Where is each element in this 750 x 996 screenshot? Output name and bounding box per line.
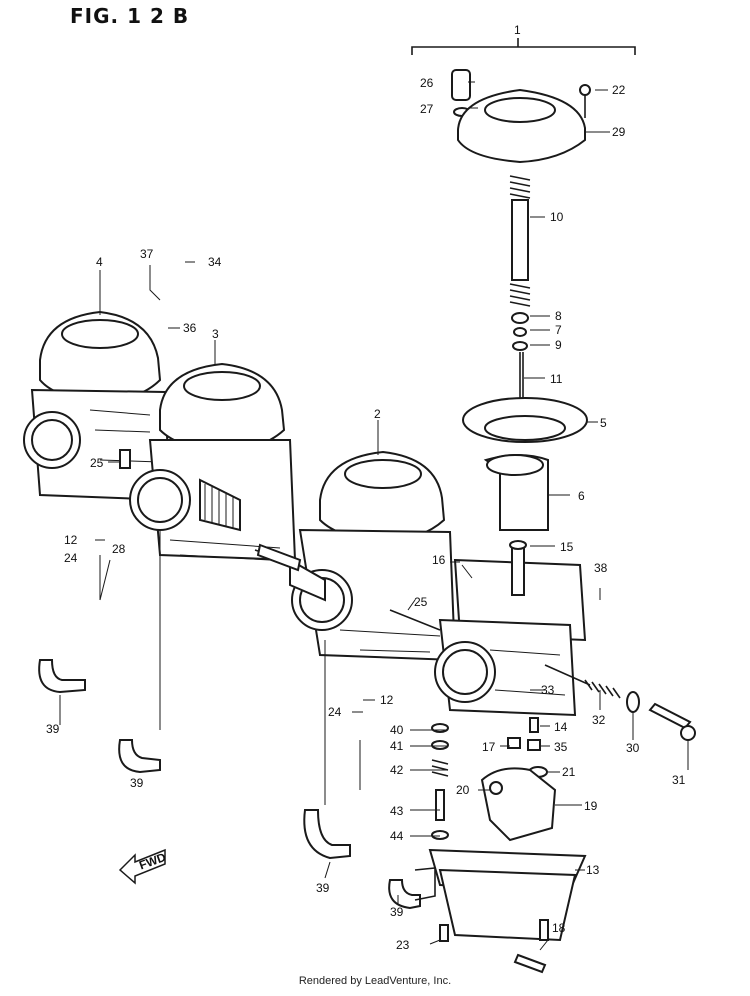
callout-5: 5 [600, 416, 607, 430]
callout-29: 29 [612, 125, 626, 139]
float-bowl-assembly [428, 767, 587, 974]
carburetor-2 [289, 450, 457, 662]
callout-17: 17 [482, 740, 496, 754]
callout-6: 6 [578, 489, 585, 503]
needle-spring-assembly [509, 175, 531, 420]
callout-21: 21 [562, 765, 576, 779]
diaphragm-piston [462, 397, 588, 531]
callout-35: 35 [554, 740, 568, 754]
callout-41: 41 [390, 739, 404, 753]
figure-title: FIG. 1 2 B [70, 4, 190, 28]
callout-43: 43 [390, 804, 404, 818]
callout-3: 3 [212, 327, 219, 341]
callout-24: 24 [64, 551, 78, 565]
callout-28: 28 [112, 542, 126, 556]
callout-44: 44 [390, 829, 404, 843]
callout-labels: 1 26 22 27 29 10 37 34 4 36 3 8 7 9 11 5… [46, 23, 686, 952]
callout-2: 2 [374, 407, 381, 421]
leader-lines [59, 81, 689, 951]
callout-4: 4 [96, 255, 103, 269]
carburetor-3 [129, 362, 297, 562]
callout-42: 42 [390, 763, 404, 777]
hoses [38, 659, 436, 910]
callout-33: 33 [541, 683, 555, 697]
callout-10: 10 [550, 210, 564, 224]
callout-31: 31 [672, 773, 686, 787]
callout-8: 8 [555, 309, 562, 323]
footer-credit: Rendered by LeadVenture, Inc. [298, 975, 452, 987]
top-cap-assembly [451, 69, 591, 164]
callout-27: 27 [420, 102, 434, 116]
callout-38: 38 [594, 561, 608, 575]
fwd-arrow-icon: FWD [118, 848, 168, 885]
callout-12: 12 [64, 533, 78, 547]
callout-25b: 25 [414, 595, 428, 609]
carburetor-1 [434, 540, 587, 717]
callout-30: 30 [626, 741, 640, 755]
callout-25: 25 [90, 456, 104, 470]
linkage-shaft [254, 543, 441, 631]
callout-13: 13 [586, 863, 600, 877]
callout-11: 11 [550, 372, 563, 386]
callout-39d: 39 [390, 905, 404, 919]
callout-39a: 39 [46, 722, 60, 736]
callout-22: 22 [612, 83, 626, 97]
callout-15: 15 [560, 540, 574, 554]
callout-39c: 39 [316, 881, 330, 895]
callout-1: 1 [514, 23, 521, 37]
callout-9: 9 [555, 338, 562, 352]
callout-19: 19 [584, 799, 598, 813]
carburetor-4 [23, 310, 172, 502]
callout-20: 20 [456, 783, 470, 797]
callout-26: 26 [420, 76, 434, 90]
callout-16: 16 [432, 553, 446, 567]
callout-23: 23 [396, 938, 410, 952]
callout-12b: 12 [380, 693, 394, 707]
callout-37: 37 [140, 247, 154, 261]
callout-40: 40 [390, 723, 404, 737]
callout-7: 7 [555, 323, 562, 337]
callout-24b: 24 [328, 705, 342, 719]
callout-14: 14 [554, 720, 568, 734]
callout-34: 34 [208, 255, 222, 269]
callout-32: 32 [592, 713, 606, 727]
side-hardware [544, 664, 696, 741]
callout-36: 36 [183, 321, 197, 335]
bracket-1 [411, 38, 636, 55]
callout-39b: 39 [130, 776, 144, 790]
callout-18: 18 [552, 921, 566, 935]
